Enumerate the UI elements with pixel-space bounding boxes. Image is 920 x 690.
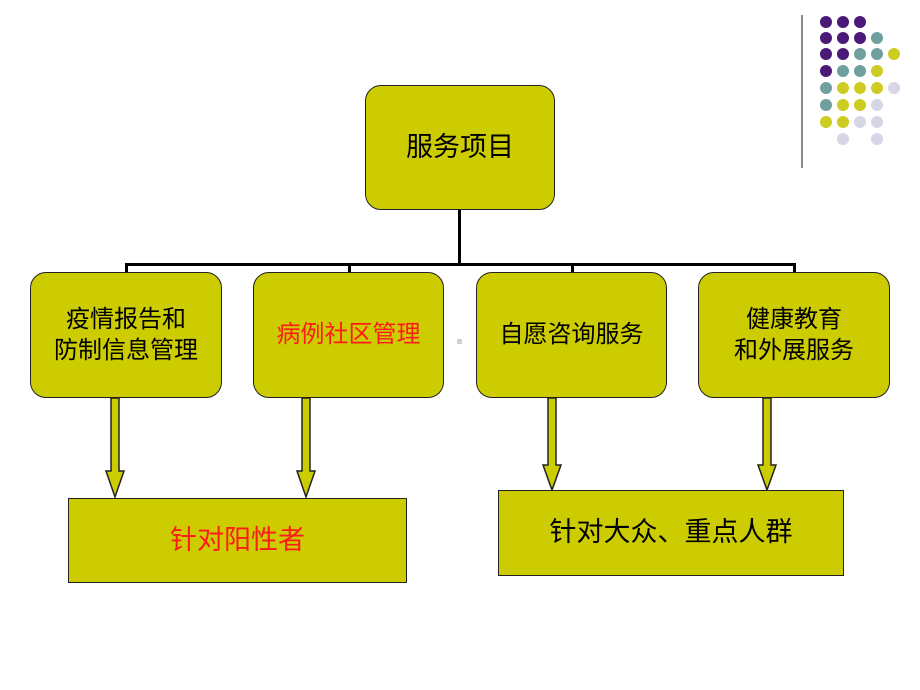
dot <box>871 133 883 145</box>
dot <box>854 16 866 28</box>
dot <box>854 32 866 44</box>
dot <box>837 82 849 94</box>
dot <box>820 32 832 44</box>
node-label-line: 病例社区管理 <box>276 320 421 349</box>
decorative-vertical-rule <box>801 15 803 168</box>
decorative-mark <box>457 339 462 344</box>
connector-drop-3 <box>571 263 574 273</box>
dot <box>871 82 883 94</box>
connector-root-stem <box>458 210 461 264</box>
arrow-down <box>104 397 126 500</box>
arrow-down <box>756 397 778 493</box>
dot <box>854 99 866 111</box>
connector-horizontal-bar <box>125 263 796 266</box>
dot <box>837 16 849 28</box>
root-node: 服务项目 <box>365 85 555 210</box>
dot <box>888 48 900 60</box>
dot <box>871 65 883 77</box>
dot <box>820 16 832 28</box>
node-label-line: 疫情报告和 <box>66 304 186 333</box>
dot <box>871 116 883 128</box>
node-label-line: 和外展服务 <box>734 336 854 364</box>
root-node-label: 服务项目 <box>406 131 514 163</box>
target-positive-patients: 针对阳性者 <box>68 498 407 583</box>
dot <box>820 116 832 128</box>
node-label-line: 自愿咨询服务 <box>499 320 644 349</box>
connector-drop-1 <box>125 263 128 273</box>
dot <box>854 48 866 60</box>
node-label-line: 防制信息管理 <box>54 336 198 364</box>
dot <box>820 65 832 77</box>
dot <box>820 99 832 111</box>
node-health-education: 健康教育 和外展服务 <box>698 272 890 398</box>
dot <box>871 99 883 111</box>
dot <box>871 48 883 60</box>
dot <box>820 82 832 94</box>
arrow-down <box>541 397 563 493</box>
target-label: 针对大众、重点人群 <box>549 517 793 549</box>
dot <box>837 99 849 111</box>
node-epidemic-reporting: 疫情报告和 防制信息管理 <box>30 272 222 398</box>
arrow-down <box>295 397 317 500</box>
connector-drop-4 <box>793 263 796 273</box>
dot <box>837 65 849 77</box>
dot <box>837 116 849 128</box>
dot <box>854 116 866 128</box>
node-label-line: 健康教育 <box>746 304 842 333</box>
node-voluntary-counseling: 自愿咨询服务 <box>476 272 667 398</box>
dot <box>820 48 832 60</box>
target-label: 针对阳性者 <box>170 524 305 556</box>
dot <box>854 65 866 77</box>
target-public-key-groups: 针对大众、重点人群 <box>498 490 844 576</box>
connector-drop-2 <box>348 263 351 273</box>
dot <box>871 32 883 44</box>
dot <box>837 48 849 60</box>
dot <box>888 82 900 94</box>
dot <box>837 32 849 44</box>
dot <box>854 82 866 94</box>
dot <box>837 133 849 145</box>
node-case-community-management: 病例社区管理 <box>253 272 444 398</box>
